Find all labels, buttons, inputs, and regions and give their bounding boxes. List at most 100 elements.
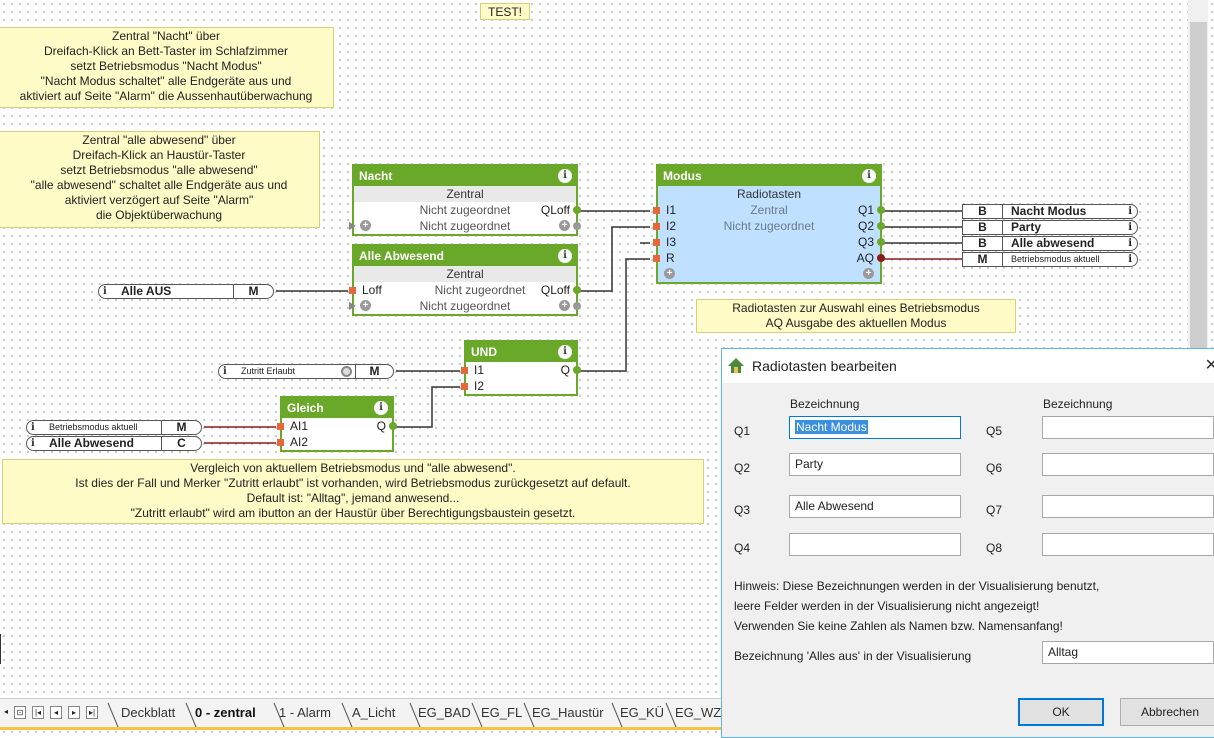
alles-aus-input[interactable]: Alltag xyxy=(1042,641,1214,664)
add-input-icon[interactable]: + xyxy=(664,268,675,279)
block-title: UND xyxy=(471,345,497,359)
output-pin[interactable] xyxy=(573,366,581,374)
sheet-tab-bar: ◂ ⊡ |◂ ◂ ▸ ▸| Deckblatt 0 - zentral 1 - … xyxy=(0,698,721,730)
output-pin[interactable] xyxy=(573,286,581,294)
info-icon[interactable]: i xyxy=(31,438,35,449)
row-assignment: Nicht zugeordnet xyxy=(419,299,511,313)
info-icon[interactable]: i xyxy=(558,169,572,183)
first-tab-icon[interactable]: |◂ xyxy=(32,706,44,719)
input-pin[interactable] xyxy=(461,383,468,390)
output-party[interactable]: B Party i xyxy=(962,220,1138,235)
tab-eg-fl[interactable]: EG_FL xyxy=(481,705,523,720)
q4-input[interactable] xyxy=(789,533,961,556)
output-pin[interactable] xyxy=(573,222,581,230)
add-input-icon[interactable]: + xyxy=(360,300,371,311)
tab-eg-haustuer[interactable]: EG_Haustür xyxy=(532,705,604,720)
input-pin[interactable] xyxy=(653,223,660,230)
q8-input[interactable] xyxy=(1042,533,1214,556)
output-q3: Q3 xyxy=(857,235,874,249)
tab-scroll-left-icon[interactable]: ◂ xyxy=(3,707,8,716)
q7-input[interactable] xyxy=(1042,495,1214,518)
field-label-q6: Q6 xyxy=(986,461,1003,475)
next-tab-icon[interactable]: ▸ xyxy=(68,706,80,719)
input-pin[interactable] xyxy=(461,367,468,374)
output-pin[interactable] xyxy=(877,222,885,230)
output-pin[interactable] xyxy=(877,254,885,262)
hint-line-2: leere Felder werden in der Visualisierun… xyxy=(734,599,1040,613)
output-pin[interactable] xyxy=(573,302,581,310)
q2-input[interactable]: Party xyxy=(789,453,961,476)
tab-eg-wz[interactable]: EG_WZ xyxy=(675,705,722,720)
input-i1: I1 xyxy=(474,363,485,377)
info-icon[interactable]: i xyxy=(374,401,388,415)
ok-button[interactable]: OK xyxy=(1018,698,1104,726)
output-alle-abwesend[interactable]: B Alle abwesend i xyxy=(962,236,1138,251)
input-alle-aus[interactable]: i Alle AUS M xyxy=(98,284,274,299)
output-pin[interactable] xyxy=(573,206,581,214)
input-pin[interactable] xyxy=(349,287,356,294)
tab-overview-icon[interactable]: ⊡ xyxy=(14,706,26,719)
input-label: Alle AUS xyxy=(121,284,172,298)
info-icon[interactable]: i xyxy=(862,169,876,183)
add-output-icon[interactable]: + xyxy=(559,300,570,311)
info-icon[interactable]: i xyxy=(223,366,227,377)
info-icon[interactable]: i xyxy=(103,286,107,297)
tab-0-zentral[interactable]: 0 - zentral xyxy=(195,705,256,720)
input-pin[interactable] xyxy=(653,255,660,262)
info-icon[interactable]: i xyxy=(558,345,572,359)
tab-deckblatt[interactable]: Deckblatt xyxy=(121,705,176,720)
input-pin[interactable] xyxy=(349,222,356,230)
input-zutritt-erlaubt[interactable]: i Zutritt Erlaubt M xyxy=(218,364,394,379)
q5-input[interactable] xyxy=(1042,416,1214,439)
status-indicator-icon xyxy=(341,366,352,377)
q1-input[interactable]: Nacht Modus xyxy=(789,416,961,439)
input-betriebsmodus-aktuell[interactable]: i Betriebsmodus aktuell M xyxy=(26,420,202,435)
input-pin[interactable] xyxy=(653,207,660,214)
info-icon[interactable]: i xyxy=(1128,254,1132,265)
input-label: Betriebsmodus aktuell xyxy=(49,422,138,432)
info-icon[interactable]: i xyxy=(558,249,572,263)
tab-eg-kue[interactable]: EG_KÜ xyxy=(620,705,665,720)
input-type: M xyxy=(355,365,393,378)
info-icon[interactable]: i xyxy=(1128,222,1132,233)
output-pin[interactable] xyxy=(877,206,885,214)
input-pin[interactable] xyxy=(277,439,284,446)
input-pin[interactable] xyxy=(277,423,284,430)
note-radiotasten: Radiotasten zur Auswahl eines Betriebsmo… xyxy=(696,299,1016,333)
input-pin[interactable] xyxy=(349,302,356,310)
info-icon[interactable]: i xyxy=(1128,238,1132,249)
output-pin[interactable] xyxy=(877,238,885,246)
q6-input[interactable] xyxy=(1042,453,1214,476)
output-pin[interactable] xyxy=(389,422,397,430)
q3-input[interactable]: Alle Abwesend xyxy=(789,495,961,518)
input-alle-abwesend[interactable]: i Alle Abwesend C xyxy=(26,436,202,451)
input-i2: I2 xyxy=(666,219,677,233)
vertical-scrollbar-thumb[interactable] xyxy=(1190,22,1207,348)
info-icon[interactable]: i xyxy=(31,422,35,433)
tab-a-licht[interactable]: A_Licht xyxy=(352,705,396,720)
input-type: M xyxy=(233,285,273,298)
prev-tab-icon[interactable]: ◂ xyxy=(50,706,62,719)
input-loff: Loff xyxy=(362,283,382,297)
tab-1-alarm[interactable]: 1 - Alarm xyxy=(279,705,332,720)
block-subtitle: Radiotasten xyxy=(658,186,880,202)
field-label-q7: Q7 xyxy=(986,503,1003,517)
add-input-icon[interactable]: + xyxy=(360,220,371,231)
block-subtitle: Zentral xyxy=(354,266,576,282)
tab-eg-bad[interactable]: EG_BAD xyxy=(418,705,471,720)
input-pin[interactable] xyxy=(653,239,660,246)
info-icon[interactable]: i xyxy=(1128,206,1132,217)
add-output-icon[interactable]: + xyxy=(863,268,874,279)
last-tab-icon[interactable]: ▸| xyxy=(86,706,98,719)
add-output-icon[interactable]: + xyxy=(559,220,570,231)
output-betriebsmodus-aktuell[interactable]: M Betriebsmodus aktuell i xyxy=(962,252,1138,267)
cancel-button[interactable]: Abbrechen xyxy=(1120,698,1214,726)
output-nacht-modus[interactable]: B Nacht Modus i xyxy=(962,204,1138,219)
close-icon[interactable]: ✕ xyxy=(1204,357,1214,374)
